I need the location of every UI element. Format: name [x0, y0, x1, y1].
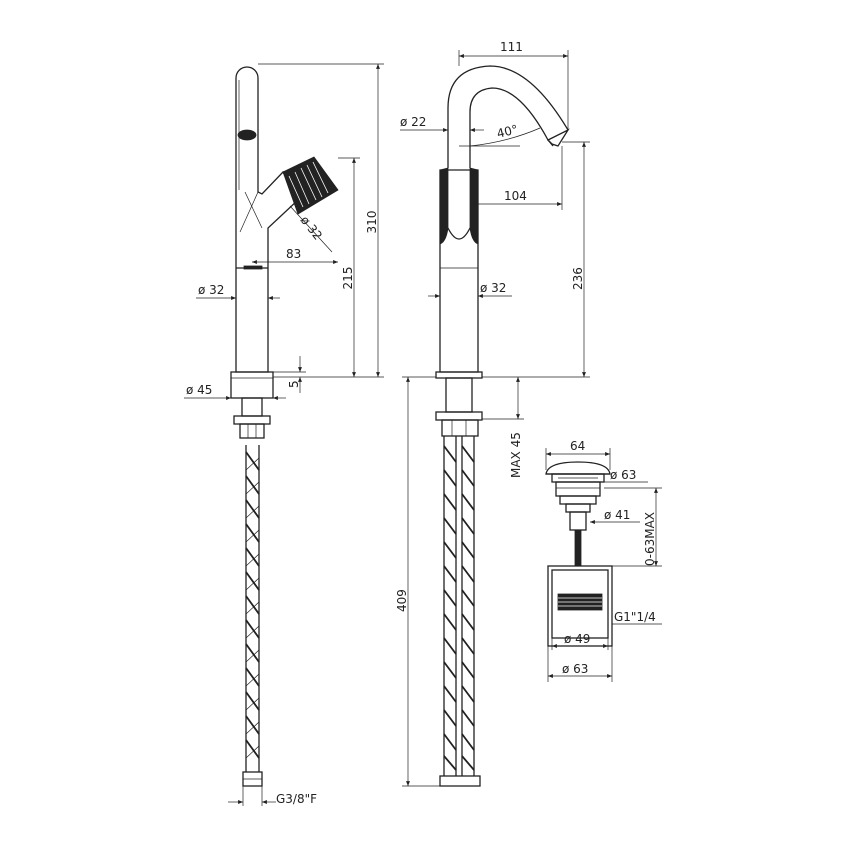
dim-front-spout-offset: 104: [504, 189, 527, 203]
waste-view: 64 ø 63 ø 41 0-63MAX G1"1/4 ø 49 ø 63: [545, 439, 662, 682]
dim-side-lever-offset: 83: [286, 247, 301, 261]
dim-waste-cap-width: 64: [570, 439, 585, 453]
dim-waste-outer-diameter: ø 63: [562, 662, 588, 676]
dim-side-thread: G3/8"F: [276, 792, 317, 806]
side-base-flange: [230, 371, 274, 399]
waste-thread-icon: [557, 593, 603, 611]
front-view: 111 ø 22 40° 104 ø 32 236 409 MAX 45: [395, 40, 590, 787]
dim-waste-thread: G1"1/4: [614, 610, 656, 624]
dim-waste-range: 0-63MAX: [643, 512, 657, 566]
dim-front-hose-length: 409: [395, 589, 409, 612]
waste-cap: [545, 461, 611, 475]
side-hose: [242, 445, 263, 787]
dim-side-base-height: 5: [287, 380, 301, 388]
dim-front-spout-angle: 40°: [495, 122, 519, 141]
side-upper-body: [235, 66, 299, 373]
dim-front-spout-reach: 111: [500, 40, 523, 54]
dim-side-lever-diameter: ø 32: [298, 213, 325, 242]
dim-front-deck-max: MAX 45: [509, 432, 523, 478]
aerator-icon: [237, 129, 257, 141]
dim-waste-body-diameter: ø 41: [604, 508, 630, 522]
front-hoses: [439, 436, 481, 787]
dim-side-height-lever: 215: [341, 267, 355, 290]
dim-waste-inner-diameter: ø 49: [564, 632, 590, 646]
dim-side-base-diameter: ø 45: [186, 383, 212, 397]
dim-side-body-diameter: ø 32: [198, 283, 224, 297]
front-base-flange: [435, 371, 483, 379]
dim-waste-cap-diameter: ø 63: [610, 468, 636, 482]
spout-gooseneck: [447, 65, 569, 168]
dim-front-spout-height: 236: [571, 267, 585, 290]
dim-front-spout-diameter: ø 22: [400, 115, 426, 129]
dim-front-body-diameter: ø 32: [480, 281, 506, 295]
side-view: 310 215 83 ø 32 ø 32 ø 45 5 G3/8"F: [184, 63, 384, 806]
dim-side-height-total: 310: [365, 211, 379, 234]
lever-handle: [282, 156, 339, 215]
